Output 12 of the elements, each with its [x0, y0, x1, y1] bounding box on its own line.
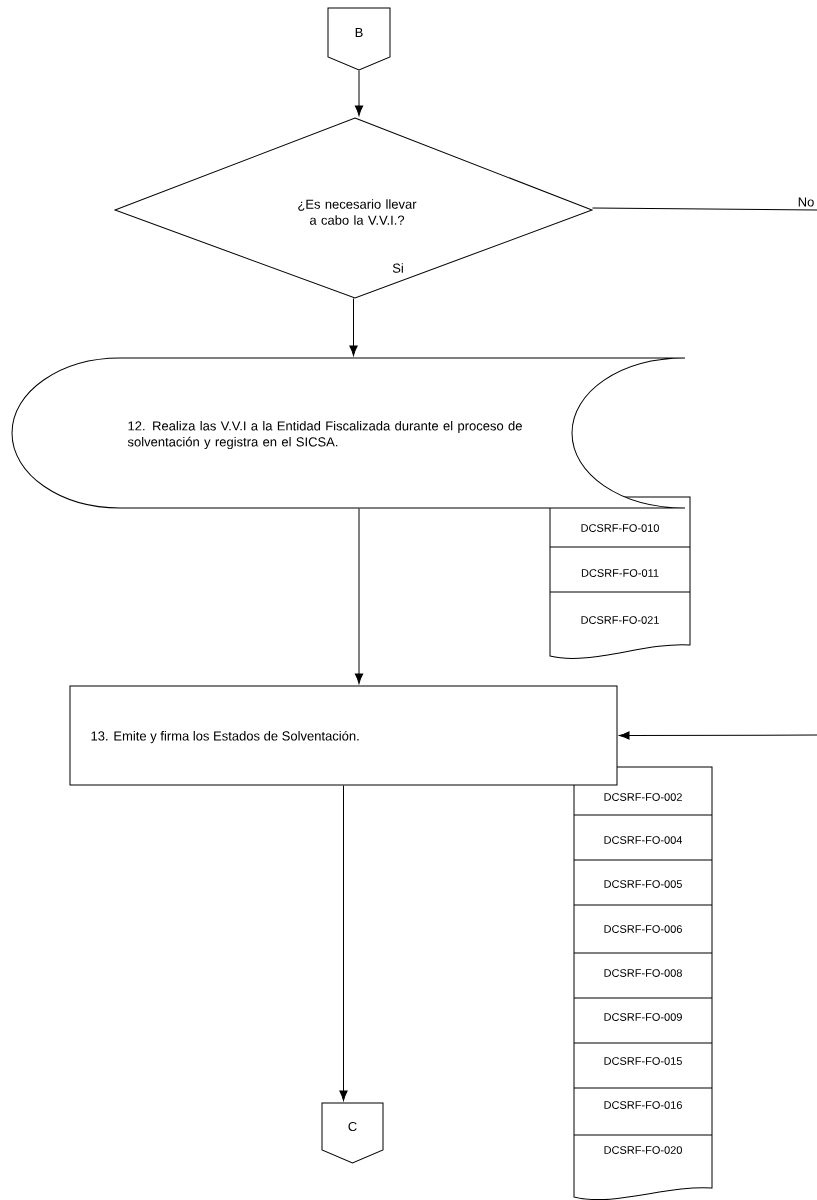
document-stack: DCSRF-FO-002 DCSRF-FO-004 DCSRF-FO-005 DCSRF-FO-006 DCSRF-FO-008 DCSRF-FO-009 DCSRF-FO-015 DCSRF-FO-016 DCSRF-FO-020 [573, 766, 713, 1200]
edge-label: No [796, 196, 816, 208]
arrow [339, 785, 348, 1101]
document-stack: DCSRF-FO-010 DCSRF-FO-011 DCSRF-FO-021 [549, 496, 691, 659]
edge-label: Si [391, 262, 405, 274]
arrow [354, 70, 364, 116]
arrow [619, 731, 817, 740]
arrow [354, 508, 364, 684]
process-box: 13. Emite y firma los Estados de Solventación. [69, 685, 618, 786]
off-page-connector: C [321, 1102, 384, 1164]
arrow [349, 298, 358, 356]
off-page-connector: B [327, 7, 391, 71]
